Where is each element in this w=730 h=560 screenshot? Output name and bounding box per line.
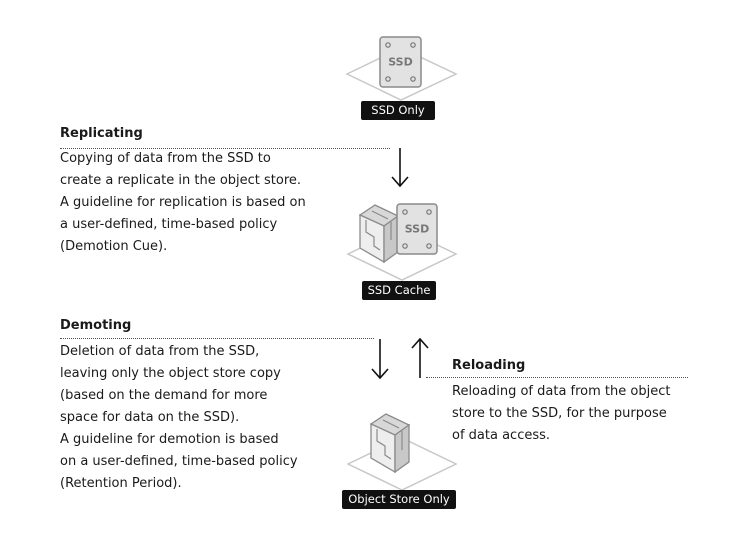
description-line: of data access. xyxy=(452,428,551,443)
description-line: create a replicate in the object store. xyxy=(60,173,302,188)
description-line: Deletion of data from the SSD, xyxy=(60,344,260,359)
description-line: store to the SSD, for the purpose xyxy=(452,406,667,421)
replicating-title: Replicating xyxy=(60,126,143,141)
description-line: A guideline for demotion is based xyxy=(60,432,279,447)
demoting-arrow xyxy=(371,339,389,380)
ssd-drive-icon: SSD xyxy=(379,36,422,88)
ssd-drive-icon: SSD xyxy=(396,203,438,255)
replicating-description: Copying of data from the SSD to create a… xyxy=(60,148,306,258)
description-line: (based on the demand for more xyxy=(60,388,268,403)
description-line: space for data on the SSD). xyxy=(60,410,240,425)
description-line: Copying of data from the SSD to xyxy=(60,151,271,166)
object-store-box-icon xyxy=(369,413,411,474)
object-store-box-icon xyxy=(358,204,400,264)
ssd-icon-text: SSD xyxy=(405,223,429,236)
reloading-description: Reloading of data from the object store … xyxy=(452,381,670,447)
demoting-title: Demoting xyxy=(60,318,132,333)
reloading-title: Reloading xyxy=(452,358,526,373)
reloading-arrow xyxy=(411,337,429,378)
description-line: A guideline for replication is based on xyxy=(60,195,306,210)
description-line: on a user-defined, time-based policy xyxy=(60,454,298,469)
description-line: Reloading of data from the object xyxy=(452,384,671,399)
description-line: a user-defined, time-based policy xyxy=(60,217,278,232)
ssd-icon-text: SSD xyxy=(388,56,412,69)
demoting-divider xyxy=(60,338,374,339)
object-store-only-label: Object Store Only xyxy=(342,490,456,509)
description-line: leaving only the object store copy xyxy=(60,366,281,381)
description-line: (Demotion Cue). xyxy=(60,239,168,254)
reloading-divider xyxy=(426,377,688,378)
demoting-description: Deletion of data from the SSD, leaving o… xyxy=(60,341,298,495)
replicating-divider xyxy=(60,148,390,149)
description-line: (Retention Period). xyxy=(60,476,182,491)
replicating-arrow xyxy=(391,148,409,188)
ssd-cache-label: SSD Cache xyxy=(362,281,436,300)
ssd-only-label: SSD Only xyxy=(361,101,435,120)
